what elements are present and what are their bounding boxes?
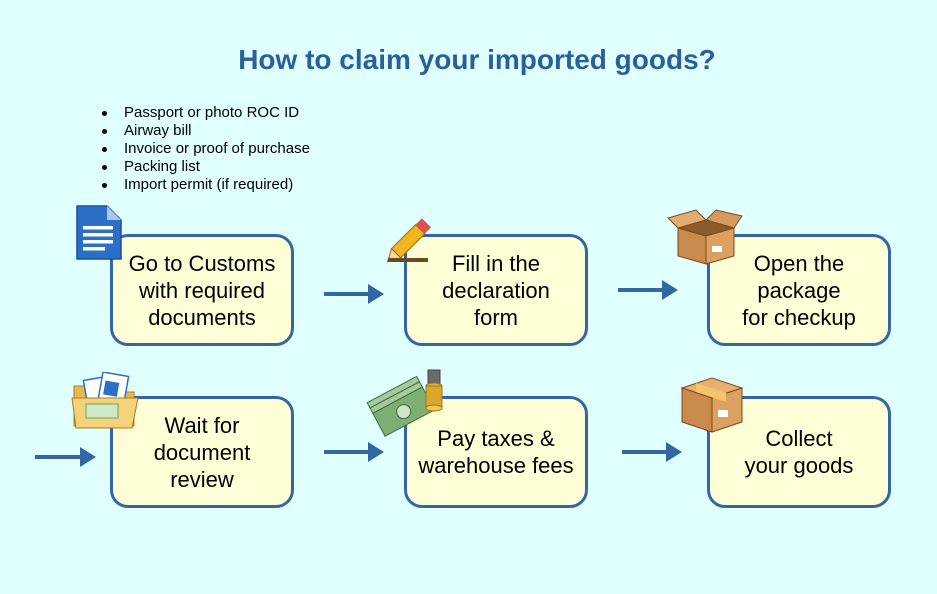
- list-item: Passport or photo ROC ID: [98, 104, 310, 122]
- step-label: Fill in the declaration form: [442, 250, 550, 330]
- list-item: Import permit (if required): [98, 176, 310, 194]
- step-open-package: Open the package for checkup: [707, 234, 891, 346]
- money-icon: [366, 369, 443, 437]
- step-go-to-customs: Go to Customs with required documents: [110, 234, 294, 346]
- step-label: Open the package for checkup: [742, 250, 856, 330]
- step-label: Pay taxes & warehouse fees: [418, 426, 574, 478]
- arrow-step1-to-step2: [324, 284, 384, 304]
- open-box-icon: [667, 209, 743, 265]
- step-fill-declaration: Fill in the declaration form: [404, 234, 588, 346]
- step-label: Wait for document review: [153, 412, 251, 492]
- arrow-step4-to-step5: [324, 442, 384, 462]
- folder-documents-icon: [71, 372, 139, 429]
- step-label: Go to Customs with required documents: [128, 250, 276, 330]
- step-wait-review: Wait for document review: [110, 396, 294, 508]
- pencil-icon: [386, 218, 432, 263]
- step-pay-taxes: Pay taxes & warehouse fees: [404, 396, 588, 508]
- list-item: Packing list: [98, 158, 310, 176]
- list-item: Airway bill: [98, 122, 310, 140]
- closed-box-icon: [680, 377, 744, 433]
- required-documents-list: Passport or photo ROC ID Airway bill Inv…: [98, 104, 310, 194]
- page-title: How to claim your imported goods?: [238, 44, 716, 75]
- arrow-step2-to-step3: [618, 280, 678, 300]
- step-label: Collect your goods: [744, 426, 854, 478]
- arrow-into-step4: [35, 447, 96, 467]
- list-item: Invoice or proof of purchase: [98, 140, 310, 158]
- arrow-step5-to-step6: [622, 442, 682, 462]
- document-icon: [76, 205, 122, 260]
